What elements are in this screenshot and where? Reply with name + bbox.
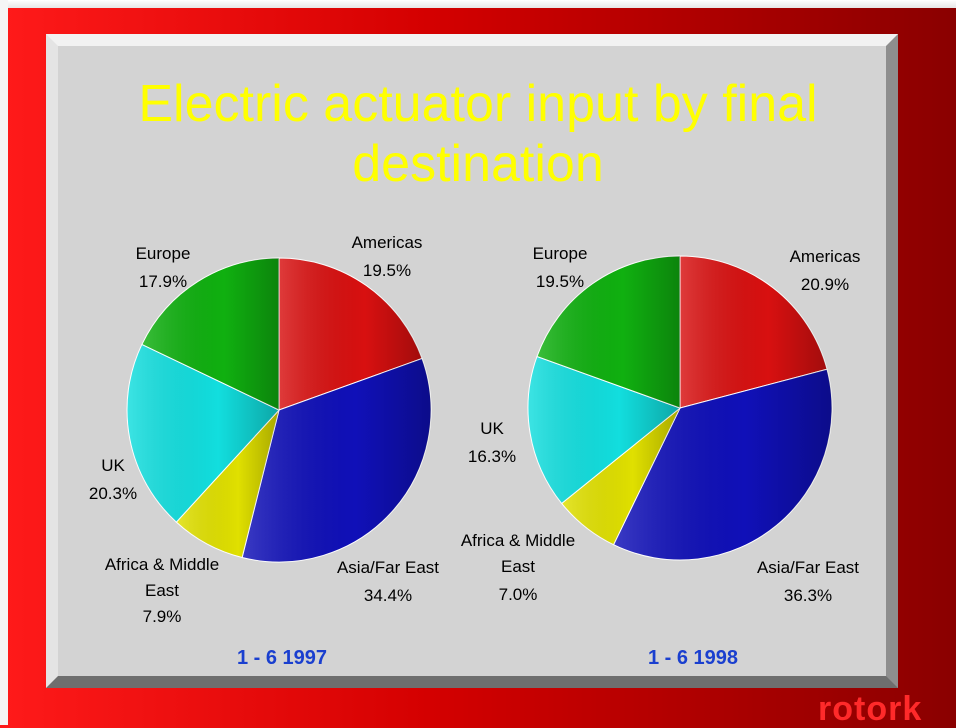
slide-title: Electric actuator input by final destina… (138, 75, 818, 193)
label-1998-africa-line2: East (501, 557, 535, 576)
pct-1997-africa: 7.9% (143, 607, 182, 626)
pct-1997-europe: 17.9% (139, 272, 187, 291)
slice-shading-americas (680, 256, 827, 408)
pct-1998-africa: 7.0% (499, 585, 538, 604)
pct-1998-uk: 16.3% (468, 447, 516, 466)
pct-1998-asia: 36.3% (784, 586, 832, 605)
pct-1998-americas: 20.9% (801, 275, 849, 294)
label-1998-americas: Americas (790, 247, 861, 266)
pie-1998 (527, 255, 833, 561)
slice-shading-asia-far-east (242, 358, 431, 563)
label-1997-americas: Americas (352, 233, 423, 252)
label-1998-europe: Europe (533, 244, 588, 263)
rotork-logo: rotork (818, 690, 923, 728)
label-1997-europe: Europe (136, 244, 191, 263)
label-1997-africa-line2: East (145, 581, 179, 600)
frame-top-edge (0, 0, 956, 8)
slice-shading-americas (279, 258, 423, 410)
frame-left-edge (0, 0, 8, 725)
slice-shading-africa-middle-east (176, 410, 279, 558)
pct-1997-uk: 20.3% (89, 484, 137, 503)
slice-shading-uk (127, 344, 280, 523)
slice-shading-africa-middle-east (561, 408, 680, 545)
pct-1997-asia: 34.4% (364, 586, 412, 605)
period-1998: 1 - 6 1998 (648, 647, 738, 669)
label-1998-uk: UK (480, 419, 504, 438)
label-1998-africa-line1: Africa & Middle (461, 531, 575, 550)
pct-1998-europe: 19.5% (536, 272, 584, 291)
pct-1997-americas: 19.5% (363, 261, 411, 280)
label-1997-africa-line1: Africa & Middle (105, 555, 219, 574)
label-1998-asia: Asia/Far East (757, 558, 859, 577)
pie-1997 (126, 257, 432, 563)
slice-shading-uk (528, 356, 680, 504)
label-1997-asia: Asia/Far East (337, 558, 439, 577)
slice-shading-europe (141, 258, 279, 410)
period-1997: 1 - 6 1997 (237, 647, 327, 669)
label-1997-uk: UK (101, 456, 125, 475)
slice-shading-asia-far-east (613, 369, 832, 560)
slice-shading-europe (536, 256, 680, 408)
